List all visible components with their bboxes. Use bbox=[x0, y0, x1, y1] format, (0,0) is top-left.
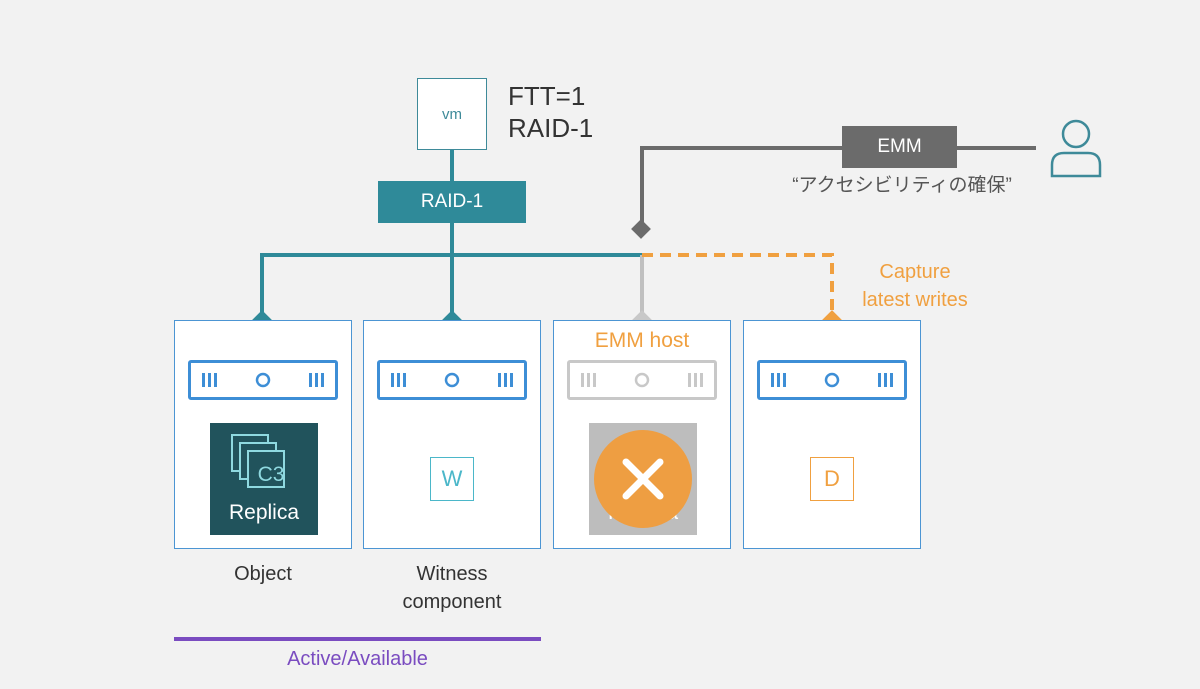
emm-bar: EMM bbox=[842, 126, 957, 168]
witness-component: W bbox=[430, 457, 474, 501]
data-component: D bbox=[810, 457, 854, 501]
replica-component: C3 Replica bbox=[210, 423, 318, 535]
active-available-label: Active/Available bbox=[287, 648, 428, 670]
component-c3: C3 bbox=[258, 463, 285, 486]
vm-label: vm bbox=[442, 105, 462, 123]
capture-note: Capture latest writes bbox=[820, 258, 1010, 314]
host-witness: W bbox=[363, 320, 541, 549]
emm-host-badge: EMM host bbox=[594, 329, 690, 352]
policy-text: FTT=1 RAID-1 bbox=[508, 80, 593, 144]
witness-letter: W bbox=[441, 466, 463, 491]
server-icon-disabled bbox=[567, 360, 717, 400]
raid-bar: RAID-1 bbox=[378, 181, 526, 223]
caption-object-line: Object bbox=[234, 563, 292, 585]
ftt-label: FTT=1 bbox=[508, 81, 586, 111]
server-icon bbox=[757, 360, 907, 400]
replica-label: Replica bbox=[228, 501, 300, 524]
close-icon bbox=[594, 430, 692, 528]
caption-witness-line-1: Witness bbox=[416, 563, 488, 585]
capture-line-1: Capture bbox=[879, 261, 951, 283]
server-icon bbox=[377, 360, 527, 400]
host-emm: EMM host Replica bbox=[553, 320, 731, 549]
server-icon bbox=[188, 360, 338, 400]
active-range-line bbox=[174, 637, 541, 641]
capture-line-2: latest writes bbox=[862, 289, 968, 311]
replica-component-offline: Replica bbox=[589, 423, 697, 535]
user-icon bbox=[1050, 119, 1102, 178]
host-data: D bbox=[743, 320, 921, 549]
caption-witness: Witness component bbox=[363, 560, 541, 616]
caption-object: Object bbox=[174, 560, 352, 588]
vm-box: vm bbox=[417, 78, 487, 150]
raid-label: RAID-1 bbox=[508, 113, 594, 143]
emm-note: “アクセシビリティの確保” bbox=[792, 175, 1012, 196]
caption-witness-line-2: component bbox=[402, 591, 502, 613]
stacked-pages-icon: C3 bbox=[231, 434, 285, 488]
data-letter: D bbox=[824, 466, 840, 491]
host-object: C3 Replica bbox=[174, 320, 352, 549]
